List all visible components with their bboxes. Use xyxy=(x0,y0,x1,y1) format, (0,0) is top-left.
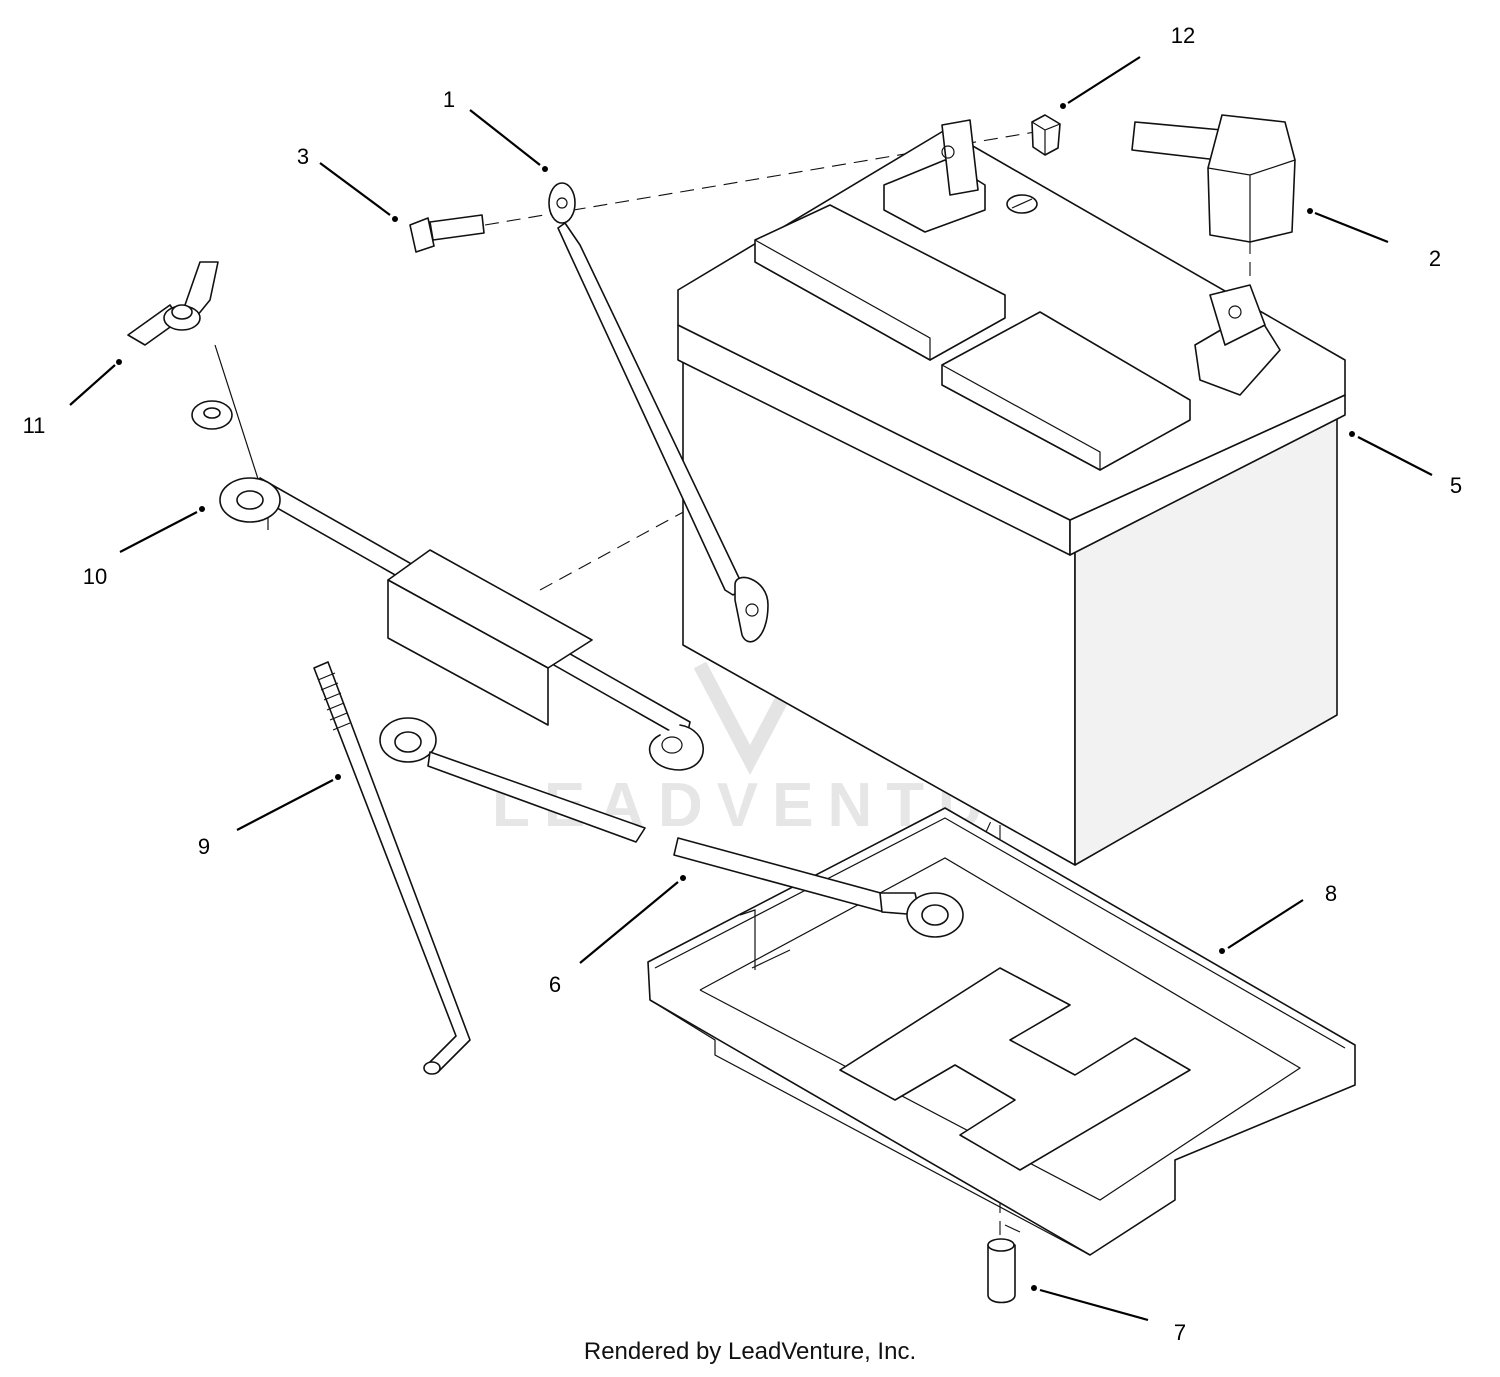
terminal-cover xyxy=(1131,114,1296,243)
leader-line-8 xyxy=(1227,899,1304,949)
callout-6: 6 xyxy=(549,972,561,997)
leader-lines xyxy=(69,56,1433,1322)
leader-line-11 xyxy=(69,364,116,406)
leader-line-10 xyxy=(119,511,198,553)
wing-nut xyxy=(127,261,219,346)
leader-line-2 xyxy=(1314,211,1389,244)
hold-down-bracket xyxy=(219,477,704,771)
callout-1: 1 xyxy=(443,87,455,112)
leader-line-3 xyxy=(319,162,391,216)
callout-8: 8 xyxy=(1325,881,1337,906)
spacer-pin xyxy=(987,1238,1016,1304)
battery-strap xyxy=(379,717,964,938)
battery-tray xyxy=(647,807,1356,1256)
callout-3: 3 xyxy=(297,144,309,169)
callout-5: 5 xyxy=(1450,473,1462,498)
battery-cable xyxy=(548,182,769,643)
callout-7: 7 xyxy=(1174,1320,1186,1345)
callout-12: 12 xyxy=(1171,23,1195,48)
callout-2: 2 xyxy=(1429,246,1441,271)
leader-line-6 xyxy=(579,881,679,964)
bolt xyxy=(409,214,485,253)
callout-9: 9 xyxy=(198,834,210,859)
leader-line-9 xyxy=(236,779,334,831)
leader-line-1 xyxy=(469,109,541,166)
leader-line-7 xyxy=(1039,1288,1149,1322)
callout-10: 10 xyxy=(83,564,107,589)
j-bolt-rod xyxy=(313,661,471,1075)
leader-line-12 xyxy=(1067,56,1141,104)
callout-11: 11 xyxy=(23,413,46,438)
callout-labels: 1 2 3 5 6 7 8 9 10 11 12 xyxy=(23,23,1463,1345)
hex-nut xyxy=(1031,114,1061,156)
battery xyxy=(677,119,1346,866)
washer xyxy=(191,400,233,430)
leader-line-5 xyxy=(1357,436,1433,476)
render-credit: Rendered by LeadVenture, Inc. xyxy=(583,1338,917,1365)
